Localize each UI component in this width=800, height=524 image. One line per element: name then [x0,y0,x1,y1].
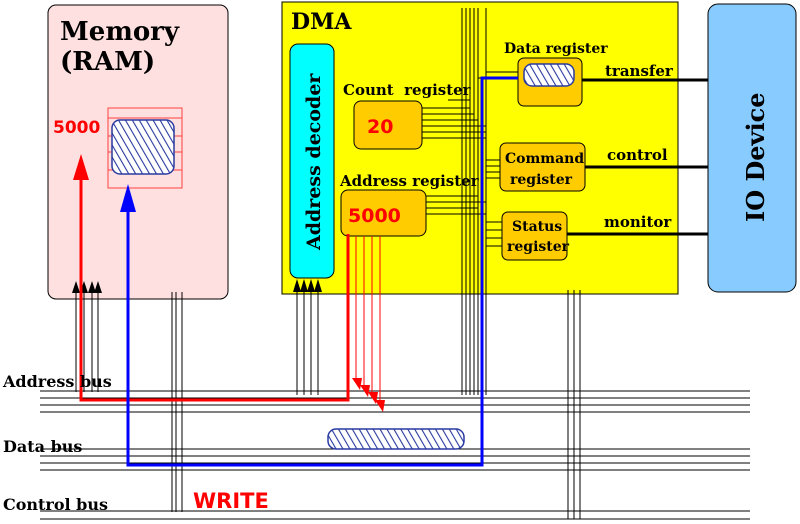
memory-bus-taps [75,292,183,512]
write-operation-label: WRITE [193,489,269,513]
address-decoder-box [289,43,335,279]
address-register-label: Address register [339,172,480,190]
count-register-label: Count register [343,81,472,99]
control-signal-label: control [607,146,668,164]
memory-address-label: 5000 [53,118,100,138]
memory-data-arrow [120,184,136,212]
dma-title: DMA [291,9,352,35]
address-bus-lines [40,390,750,413]
count-register-value: 20 [367,116,393,138]
memory-title-line1: Memory [60,17,180,47]
address-path [79,170,381,402]
status-register-box [501,211,568,261]
data-register-label: Data register [504,41,608,57]
control-bus-lines [40,510,750,520]
status-register-line1: Status [512,219,562,235]
command-register-line2: register [510,172,573,188]
address-bus-label: Address bus [2,372,112,391]
count-register-box [353,100,423,150]
data-bus-lines [40,448,750,471]
address-register-value: 5000 [348,205,401,227]
status-register-line2: register [507,239,570,255]
command-register-line1: Command [505,151,584,167]
io-device-label: IO Device [741,92,770,222]
address-register-box [340,189,427,237]
data-register-content [523,63,575,87]
memory-address-arrow [73,154,89,180]
io-device-box [707,3,797,293]
transfer-signal-label: transfer [605,62,674,80]
address-decoder-label: Address decoder [303,73,325,251]
memory-title-line2: (RAM) [60,47,155,77]
io-signal-lines [567,78,710,236]
dma-internal-wires [296,8,581,519]
monitor-signal-label: monitor [604,213,672,231]
control-bus-label: Control bus [3,495,108,514]
memory-data-block [111,119,175,175]
data-bus-content [327,428,465,450]
address-bus-arrowheads [352,378,385,412]
data-bus-label: Data bus [3,437,82,456]
data-path [126,76,518,467]
decoder-arrowheads [293,279,322,292]
